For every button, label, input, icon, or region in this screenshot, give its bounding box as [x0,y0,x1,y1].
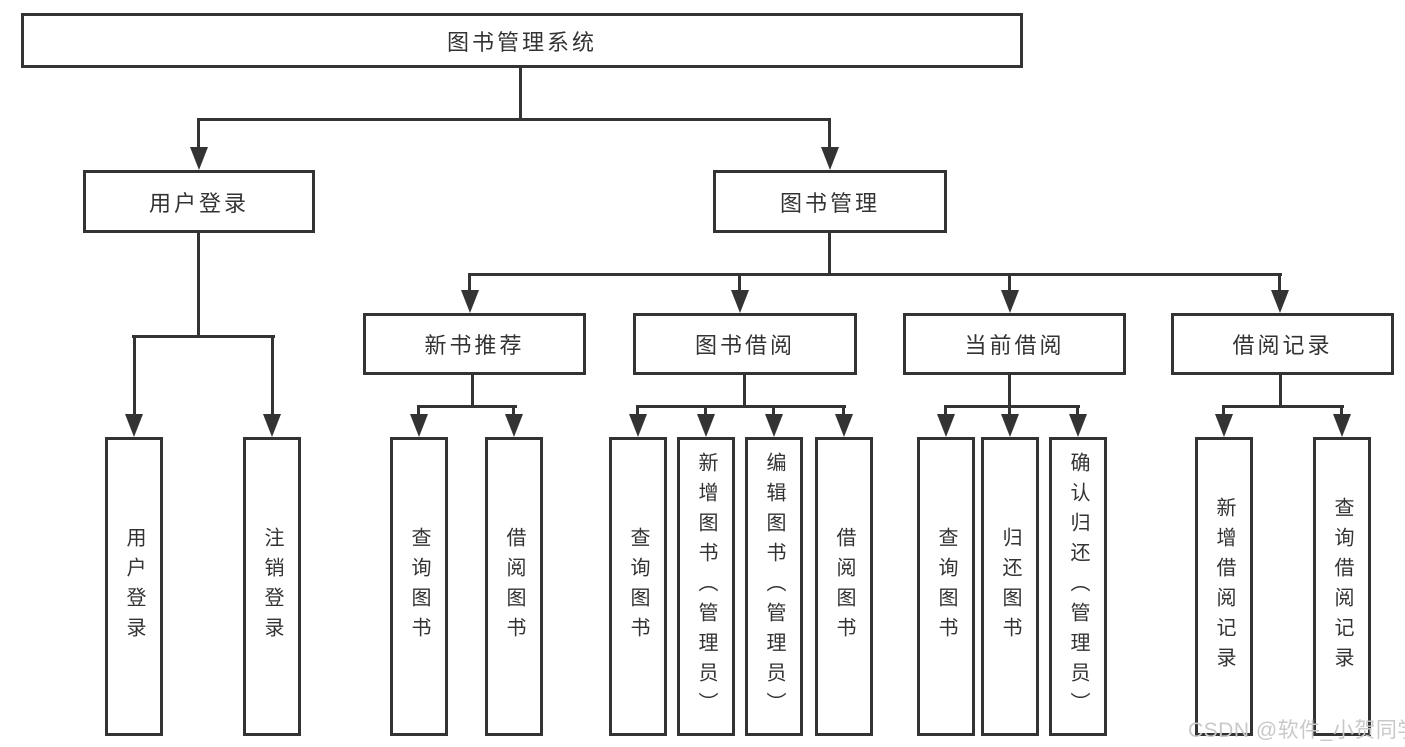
leaf-borrow-books-recommend: 借阅图书 [485,437,543,736]
connector-line [1222,405,1344,408]
node-book-borrow: 图书借阅 [633,313,857,375]
connector-line [1340,405,1343,417]
arrow-down-icon [410,414,428,437]
leaf-label: 编辑图书（管理员） [763,451,785,722]
leaf-user-login: 用户登录 [105,437,163,736]
connector-line [197,118,831,121]
leaf-add-borrow-record: 新增借阅记录 [1195,437,1253,736]
leaf-query-books-current: 查询图书 [917,437,975,736]
leaf-query-books-recommend: 查询图书 [390,437,448,736]
connector-line [738,273,741,293]
connector-line [197,233,200,338]
connector-line [1279,375,1282,408]
connector-line [417,405,420,417]
leaf-label: 借阅图书 [503,526,525,647]
connector-line [1008,405,1011,417]
node-book-management: 图书管理 [713,170,947,233]
leaf-label: 注销登录 [261,526,283,647]
connector-line [471,375,474,408]
arrow-down-icon [125,414,143,437]
connector-line [828,118,831,152]
connector-line [636,405,639,417]
connector-line [828,232,831,276]
connector-line [512,405,515,417]
leaf-return-book: 归还图书 [981,437,1039,736]
arrow-down-icon [461,290,479,313]
leaf-logout: 注销登录 [243,437,301,736]
connector-line [132,335,275,338]
connector-line [197,118,200,152]
leaf-label: 查询图书 [935,526,957,647]
leaf-query-borrow-record: 查询借阅记录 [1313,437,1371,736]
leaf-edit-book-admin: 编辑图书（管理员） [745,437,803,736]
connector-line [1008,273,1011,293]
csdn-watermark: CSDN @软件_小贺同学 [1188,719,1405,742]
arrow-down-icon [1271,290,1289,313]
arrow-down-icon [1333,414,1351,437]
leaf-label: 用户登录 [123,526,145,647]
leaf-label: 查询图书 [627,526,649,647]
connector-line [468,273,471,293]
node-borrow-records: 借阅记录 [1171,313,1394,375]
arrow-down-icon [1001,290,1019,313]
node-root-system: 图书管理系统 [21,13,1023,68]
arrow-down-icon [505,414,523,437]
node-new-book-recommend: 新书推荐 [363,313,586,375]
connector-line [944,405,947,417]
arrow-down-icon [731,290,749,313]
connector-line [743,375,746,408]
arrow-down-icon [190,147,208,170]
leaf-query-books-borrow: 查询图书 [609,437,667,736]
connector-line [636,405,846,408]
connector-line [1222,405,1225,417]
leaf-add-book-admin: 新增图书（管理员） [677,437,735,736]
leaf-borrow-books-borrow: 借阅图书 [815,437,873,736]
arrow-down-icon [937,414,955,437]
connector-line [772,405,775,417]
connector-line [271,335,274,416]
leaf-confirm-return-admin: 确认归还（管理员） [1049,437,1107,736]
node-user-login: 用户登录 [83,170,315,233]
leaf-label: 归还图书 [999,526,1021,647]
arrow-down-icon [765,414,783,437]
leaf-label: 查询图书 [408,526,430,647]
arrow-down-icon [697,414,715,437]
connector-line [519,68,522,121]
connector-line [1008,375,1011,408]
node-current-borrow: 当前借阅 [903,313,1126,375]
connector-line [1076,405,1079,417]
arrow-down-icon [263,414,281,437]
connector-line [133,335,136,416]
connector-line [417,405,517,408]
arrow-down-icon [629,414,647,437]
connector-line [468,273,1282,276]
leaf-label: 新增图书（管理员） [695,451,717,722]
connector-line [1278,273,1281,293]
leaf-label: 查询借阅记录 [1331,496,1353,677]
leaf-label: 确认归还（管理员） [1067,451,1089,722]
connector-line [842,405,845,417]
leaf-label: 新增借阅记录 [1213,496,1235,677]
arrow-down-icon [1001,414,1019,437]
arrow-down-icon [1069,414,1087,437]
arrow-down-icon [1215,414,1233,437]
connector-line [944,405,1080,408]
arrow-down-icon [835,414,853,437]
arrow-down-icon [821,147,839,170]
connector-line [704,405,707,417]
leaf-label: 借阅图书 [833,526,855,647]
